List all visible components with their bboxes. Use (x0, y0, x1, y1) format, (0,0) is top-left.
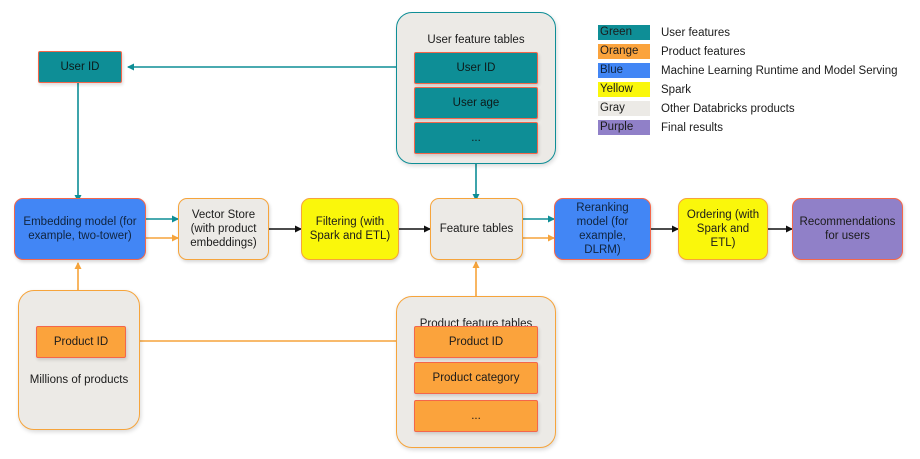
legend-item-blue: Blue Machine Learning Runtime and Model … (598, 62, 898, 80)
user-feature-row-user-id[interactable]: User ID (414, 52, 538, 84)
legend-label-blue: Machine Learning Runtime and Model Servi… (661, 64, 898, 77)
legend-item-purple: Purple Final results (598, 119, 898, 137)
legend-item-yellow: Yellow Spark (598, 81, 898, 99)
legend-label-orange: Product features (661, 45, 746, 58)
user-feature-row-more[interactable]: ... (414, 122, 538, 154)
legend-label-gray: Other Databricks products (661, 102, 795, 115)
legend-swatch-purple: Purple (598, 120, 650, 136)
legend-item-orange: Orange Product features (598, 43, 898, 61)
product-feature-row-product-category[interactable]: Product category (414, 362, 538, 394)
products-panel-caption: Millions of products (29, 374, 129, 386)
embedding-model-node[interactable]: Embedding model (for example, two-tower) (14, 198, 146, 260)
filtering-node[interactable]: Filtering (with Spark and ETL) (301, 198, 399, 260)
legend-item-gray: Gray Other Databricks products (598, 100, 898, 118)
product-id-node[interactable]: Product ID (36, 326, 126, 358)
legend-swatch-blue: Blue (598, 63, 650, 79)
legend-swatch-gray: Gray (598, 101, 650, 117)
user-feature-tables-title: User feature tables (427, 34, 525, 46)
legend: Green User features Orange Product featu… (598, 24, 898, 138)
legend-label-green: User features (661, 26, 731, 39)
legend-label-purple: Final results (661, 121, 723, 134)
product-feature-row-product-id[interactable]: Product ID (414, 326, 538, 358)
legend-swatch-green: Green (598, 25, 650, 41)
reranking-model-node[interactable]: Reranking model (for example, DLRM) (554, 198, 651, 260)
user-feature-row-user-age[interactable]: User age (414, 87, 538, 119)
legend-swatch-yellow: Yellow (598, 82, 650, 98)
legend-label-yellow: Spark (661, 83, 692, 96)
legend-item-green: Green User features (598, 24, 898, 42)
legend-swatch-orange: Orange (598, 44, 650, 60)
user-id-node[interactable]: User ID (38, 51, 122, 83)
product-feature-row-more[interactable]: ... (414, 400, 538, 432)
products-panel: Millions of products (18, 290, 140, 430)
ordering-node[interactable]: Ordering (with Spark and ETL) (678, 198, 768, 260)
recommendations-node[interactable]: Recommendations for users (792, 198, 903, 260)
feature-tables-node[interactable]: Feature tables (430, 198, 523, 260)
vector-store-node[interactable]: Vector Store (with product embeddings) (178, 198, 269, 260)
